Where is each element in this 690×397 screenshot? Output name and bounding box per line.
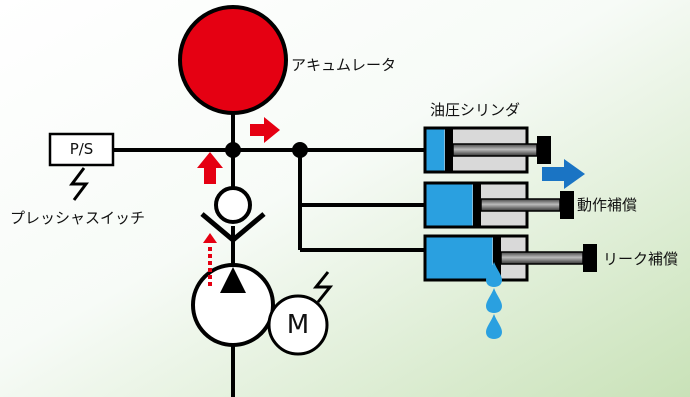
flow-arrow-right [250, 117, 280, 143]
hydraulic-cylinder-2 [423, 181, 574, 229]
motor-label: M [286, 310, 310, 340]
pressure-switch-box-label: P/S [69, 140, 94, 158]
flow-arrow-dotted-up [203, 233, 217, 286]
pressure-switch-box [48, 132, 115, 167]
leak-drops [486, 262, 502, 339]
junction-dot [292, 142, 308, 158]
check-valve-symbol [200, 186, 266, 244]
motor-symbol [267, 294, 329, 356]
accumulator-label: アキュムレータ [291, 56, 397, 74]
junction-dot [225, 142, 241, 158]
motion-comp-label: 動作補償 [577, 196, 638, 214]
pump-symbol [191, 263, 275, 347]
cylinder-label: 油圧シリンダ [430, 101, 521, 119]
leak-comp-label: リーク補償 [603, 250, 679, 268]
pressure-switch-label: プレッシャスイッチ [10, 209, 146, 227]
flow-arrow-up [197, 152, 223, 184]
motion-arrow [542, 159, 585, 189]
accumulator-symbol [178, 5, 288, 115]
electric-signal-icon [312, 271, 334, 303]
hydraulic-cylinder-3 [423, 234, 597, 282]
electric-signal-icon [69, 167, 89, 201]
hydraulic-cylinder-1 [423, 126, 551, 174]
